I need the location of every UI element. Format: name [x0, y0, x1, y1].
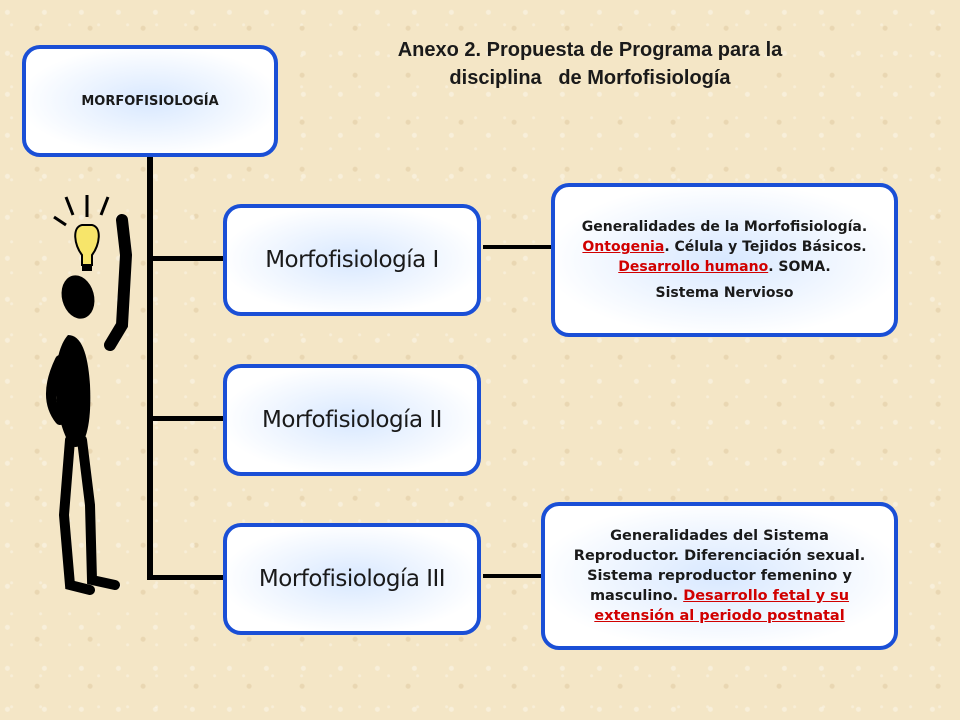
branch-line-2	[147, 416, 225, 421]
title-line-1: Anexo 2. Propuesta de Programa para la	[397, 39, 783, 61]
description-text-3: Generalidades del Sistema Reproductor. D…	[559, 526, 880, 626]
title-line-2: disciplina de Morfofisiología	[449, 67, 731, 89]
desc1-text-a: Generalidades de la Morfofisiología.	[581, 219, 868, 235]
root-node: MORFOFISIOLOGÍA	[22, 45, 278, 157]
module-label-2: Morfofisiología II	[262, 407, 442, 433]
desc1-highlight-desarrollo: Desarrollo humano	[618, 259, 769, 275]
description-node-1: Generalidades de la Morfofisiología. Ont…	[551, 183, 898, 337]
lightbulb-icon	[53, 195, 110, 271]
desc1-text-b: . Célula y Tejidos Básicos.	[664, 239, 867, 255]
branch-line-3	[147, 575, 225, 580]
module-label-1: Morfofisiología I	[265, 247, 439, 273]
stick-figure-icon	[46, 195, 133, 595]
description-node-3: Generalidades del Sistema Reproductor. D…	[541, 502, 898, 650]
root-label: MORFOFISIOLOGÍA	[81, 93, 219, 109]
module-node-2: Morfofisiología II	[223, 364, 481, 476]
desc-line-1	[483, 245, 555, 249]
description-text-1: Generalidades de la Morfofisiología. Ont…	[569, 217, 880, 277]
module-node-3: Morfofisiología III	[223, 523, 481, 635]
page-title: Anexo 2. Propuesta de Programa para la d…	[330, 36, 850, 92]
module-label-3: Morfofisiología III	[258, 566, 446, 592]
branch-line-1	[147, 256, 225, 261]
module-node-1: Morfofisiología I	[223, 204, 481, 316]
desc1-text-c: . SOMA.	[768, 259, 831, 275]
desc3-highlight-desarrollo-fetal: Desarrollo fetal y su extensión al perio…	[594, 588, 850, 624]
description-text-1b: Sistema Nervioso	[655, 285, 794, 301]
desc-line-3	[483, 574, 545, 578]
desc3-text-a: Generalidades del Sistema Reproductor. D…	[573, 528, 866, 604]
desc1-highlight-ontogenia: Ontogenia	[582, 239, 665, 255]
trunk-line	[147, 157, 153, 580]
